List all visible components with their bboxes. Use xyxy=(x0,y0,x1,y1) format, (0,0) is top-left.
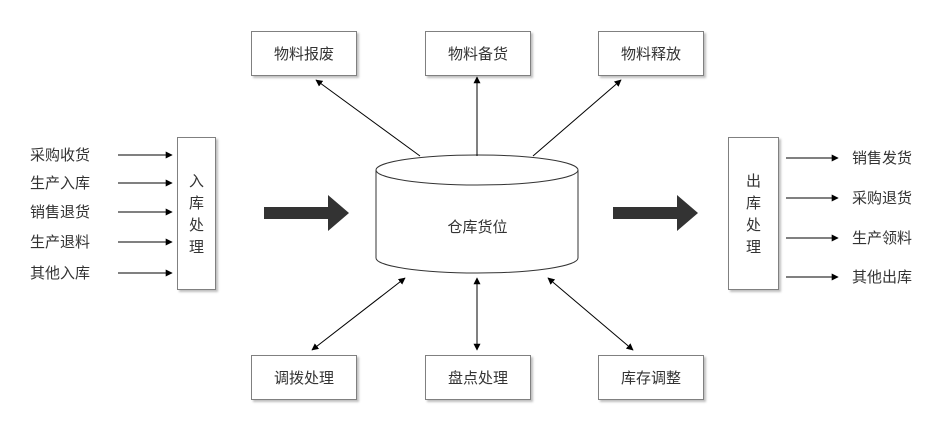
arrow-to-release xyxy=(532,79,622,157)
big-arrow-outbound xyxy=(613,195,698,231)
outbound-title-char: 处 xyxy=(745,215,761,234)
inbound-source-sales-return: 销售退货 xyxy=(30,203,91,221)
box-stocktake: 盘点处理 xyxy=(425,355,531,400)
inbound-source-other-in: 其他入库 xyxy=(30,264,91,282)
box-inbound-processing: 入 库 处 理 xyxy=(177,137,216,290)
warehouse-cylinder xyxy=(375,154,579,274)
inbound-title-char: 理 xyxy=(188,237,204,256)
outbound-target-other-out: 其他出库 xyxy=(852,268,913,286)
box-stocktake-label: 盘点处理 xyxy=(447,369,508,387)
box-transfer: 调拨处理 xyxy=(251,355,357,400)
box-outbound-processing: 出 库 处 理 xyxy=(728,137,779,290)
box-material-scrap: 物料报废 xyxy=(251,31,357,76)
box-inventory-adjust-label: 库存调整 xyxy=(620,369,681,387)
inbound-source-production-in: 生产入库 xyxy=(30,174,91,192)
arrow-adjust xyxy=(547,277,634,351)
box-material-stocking: 物料备货 xyxy=(425,31,531,76)
outbound-title-char: 出 xyxy=(745,171,761,190)
outbound-target-production-issue: 生产领料 xyxy=(852,229,913,247)
box-material-scrap-label: 物料报废 xyxy=(273,45,334,63)
inbound-source-production-return: 生产退料 xyxy=(30,233,91,251)
inbound-source-purchase-receipt: 采购收货 xyxy=(30,146,91,164)
warehouse-location-label: 仓库货位 xyxy=(447,218,508,236)
box-material-release: 物料释放 xyxy=(598,31,704,76)
arrow-to-scrap xyxy=(315,79,421,157)
inbound-title-char: 入 xyxy=(188,171,204,190)
big-arrow-inbound xyxy=(264,195,349,231)
outbound-title-char: 库 xyxy=(745,193,761,212)
outbound-target-purchase-return: 采购退货 xyxy=(852,189,913,207)
arrow-transfer xyxy=(311,277,406,351)
inbound-title-char: 处 xyxy=(188,215,204,234)
inbound-title-char: 库 xyxy=(188,193,204,212)
outbound-title-char: 理 xyxy=(745,237,761,256)
box-material-stocking-label: 物料备货 xyxy=(447,45,508,63)
outbound-target-sales-delivery: 销售发货 xyxy=(852,149,913,167)
box-material-release-label: 物料释放 xyxy=(620,45,681,63)
box-transfer-label: 调拨处理 xyxy=(273,369,334,387)
box-inventory-adjust: 库存调整 xyxy=(598,355,704,400)
